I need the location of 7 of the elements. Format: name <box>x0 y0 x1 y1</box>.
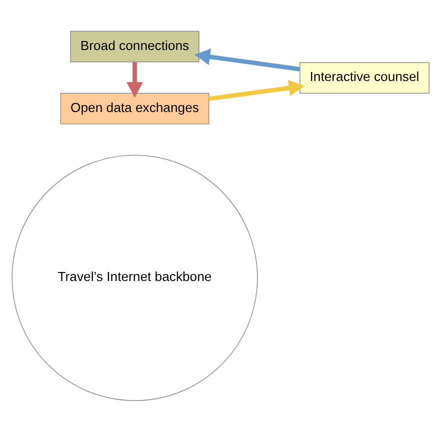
node-box: Broad connections <box>70 30 199 62</box>
node-box: Open data exchanges <box>60 92 209 124</box>
node-box: Interactive counsel <box>299 62 429 94</box>
arrow <box>194 48 300 71</box>
arrow <box>208 79 304 100</box>
arrow <box>126 62 142 98</box>
node-circle: Travel’s Internet backbone <box>11 154 258 400</box>
